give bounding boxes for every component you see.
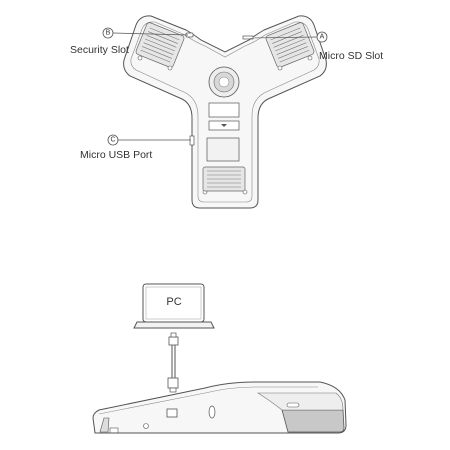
callout-circle bbox=[316, 31, 328, 43]
callout-a: A Micro SD Slot bbox=[249, 31, 383, 62]
stand-slot-arrow bbox=[221, 124, 227, 127]
phone-side-indicator bbox=[286, 402, 300, 408]
callout-letter: B bbox=[106, 30, 111, 37]
micro-sd-slot-label: Micro SD Slot bbox=[319, 50, 383, 62]
phone-side-speaker-panel bbox=[281, 409, 345, 433]
callout-letter: C bbox=[110, 137, 115, 144]
phone-inner-outline bbox=[130, 21, 320, 203]
phone-side-foot bbox=[109, 427, 119, 434]
center-rubber-foot bbox=[208, 66, 240, 98]
callout-b: B Security Slot bbox=[70, 27, 189, 56]
leader-line bbox=[112, 32, 189, 36]
usb-plug-bottom bbox=[167, 377, 179, 389]
laptop-screen-inner bbox=[145, 286, 202, 320]
callout-circle bbox=[102, 27, 114, 39]
micro-usb-port-label: Micro USB Port bbox=[80, 149, 152, 161]
screw-hole bbox=[167, 65, 173, 71]
screw-hole bbox=[307, 55, 313, 61]
usb-cable bbox=[167, 332, 179, 393]
usb-plug-top-tip bbox=[170, 332, 177, 338]
callout-circle bbox=[107, 134, 119, 146]
screw-hole bbox=[277, 65, 283, 71]
bottom-speaker-grille bbox=[202, 166, 246, 192]
laptop-pc: PC bbox=[133, 283, 215, 329]
screw-hole bbox=[137, 55, 143, 61]
usb-plug-bottom-tip bbox=[169, 387, 177, 393]
phone-side-view bbox=[92, 381, 347, 434]
phone-side-oval-mark bbox=[208, 405, 216, 419]
laptop-base bbox=[133, 321, 215, 329]
phone-bottom-view bbox=[123, 15, 327, 209]
phone-side-speaker-panel-top bbox=[256, 392, 344, 411]
label-plate bbox=[208, 102, 240, 118]
usb-plug-top bbox=[168, 336, 179, 346]
phone-side-top-edge bbox=[98, 386, 318, 415]
leader-line bbox=[249, 36, 318, 39]
callout-letter: A bbox=[320, 34, 325, 41]
phone-side-rubber-foot bbox=[99, 417, 110, 433]
security-slot-label: Security Slot bbox=[70, 44, 129, 56]
micro-usb-port bbox=[189, 135, 195, 146]
phone-side-usb-port bbox=[166, 408, 178, 418]
micro-sd-slot bbox=[242, 35, 254, 40]
nameplate bbox=[206, 137, 240, 162]
pc-label: PC bbox=[166, 296, 181, 308]
callout-c: C Micro USB Port bbox=[80, 134, 191, 161]
phone-side-button bbox=[143, 423, 149, 429]
